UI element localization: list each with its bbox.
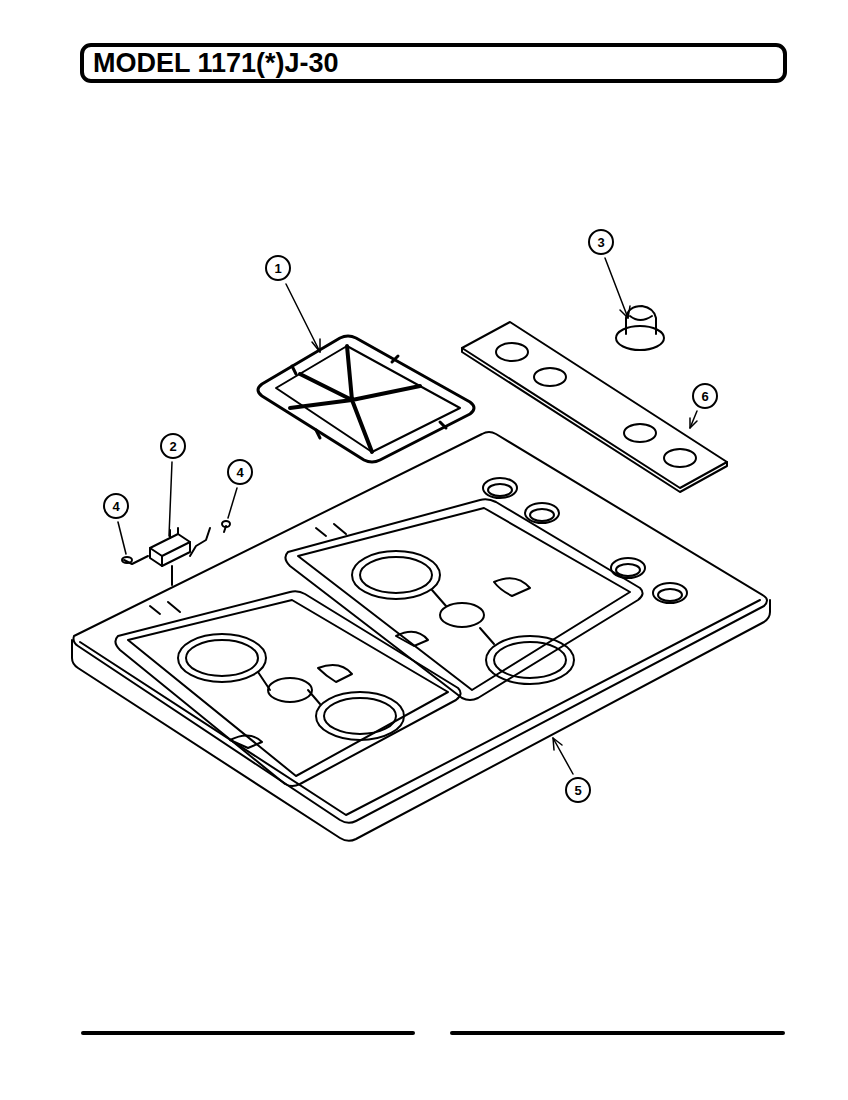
callout-number: 6 <box>692 383 718 409</box>
callout-number: 1 <box>265 255 291 281</box>
screw <box>190 521 230 556</box>
footer-rule <box>83 1031 413 1035</box>
callout-number: 2 <box>160 433 186 459</box>
footer-rule <box>452 1031 783 1035</box>
screw <box>122 556 148 564</box>
leader-line <box>118 258 697 774</box>
burner-grate <box>258 336 474 462</box>
control-knob <box>616 306 664 350</box>
title-frame <box>82 45 785 81</box>
callout-number: 5 <box>565 777 591 803</box>
hinge-bracket <box>150 528 190 585</box>
model-title: MODEL 1171(*)J-30 <box>93 50 339 77</box>
callout-number: 4 <box>103 493 129 519</box>
cooktop-top <box>72 432 770 841</box>
control-panel-strip <box>462 322 727 492</box>
callout-number: 3 <box>588 229 614 255</box>
callout-number: 4 <box>227 459 253 485</box>
